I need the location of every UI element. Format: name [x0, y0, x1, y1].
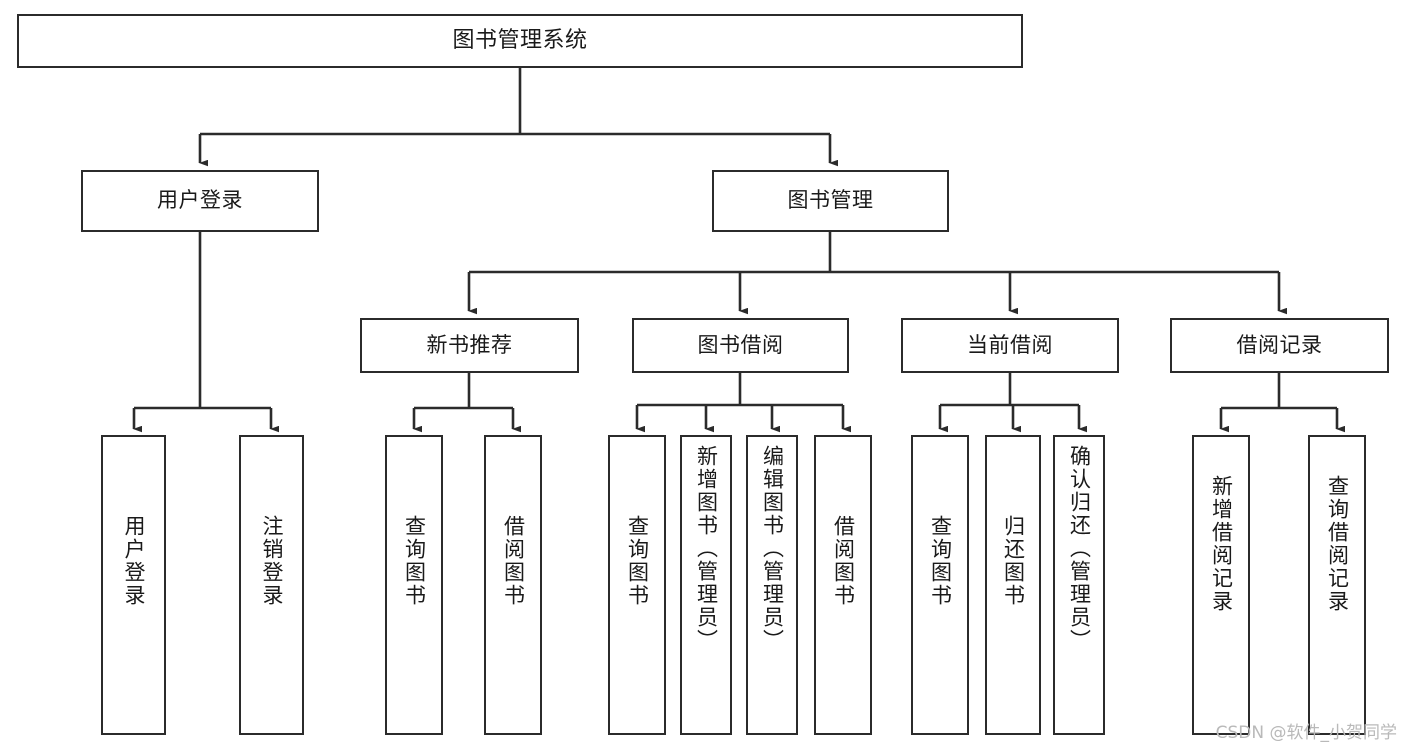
node-leaf-edit-book[interactable]: 编辑图书（管理员） — [746, 435, 798, 735]
node-leaf-user-login-label: 用户登录 — [122, 515, 146, 607]
node-borrow-record-label: 借阅记录 — [1236, 332, 1323, 357]
node-leaf-return-book-label: 归还图书 — [1001, 515, 1026, 607]
node-leaf-borrow-book-2-label: 借阅图书 — [831, 515, 856, 607]
node-leaf-add-book[interactable]: 新增图书（管理员） — [680, 435, 732, 735]
node-book-manage[interactable]: 图书管理 — [712, 170, 949, 232]
node-leaf-confirm-return-label: 确认归还（管理员） — [1067, 445, 1092, 652]
node-book-borrow-label: 图书借阅 — [697, 332, 784, 357]
node-user-login-label: 用户登录 — [157, 188, 243, 213]
node-root[interactable]: 图书管理系统 — [17, 14, 1023, 68]
node-current-borrow[interactable]: 当前借阅 — [901, 318, 1119, 373]
node-current-borrow-label: 当前借阅 — [967, 332, 1053, 357]
node-borrow-record[interactable]: 借阅记录 — [1170, 318, 1389, 373]
csdn-watermark: CSDN @软件_小贺同学 — [1215, 723, 1397, 743]
node-leaf-logout[interactable]: 注销登录 — [239, 435, 304, 735]
node-leaf-query-record-label: 查询借阅记录 — [1325, 475, 1350, 613]
node-leaf-logout-label: 注销登录 — [260, 515, 284, 607]
node-leaf-query-book-3[interactable]: 查询图书 — [911, 435, 969, 735]
node-leaf-query-book-2[interactable]: 查询图书 — [608, 435, 666, 735]
node-user-login[interactable]: 用户登录 — [81, 170, 319, 232]
node-leaf-edit-book-label: 编辑图书（管理员） — [760, 445, 785, 652]
node-leaf-query-record[interactable]: 查询借阅记录 — [1308, 435, 1366, 735]
node-leaf-add-book-label: 新增图书（管理员） — [694, 445, 719, 652]
node-leaf-query-book-3-label: 查询图书 — [928, 515, 953, 607]
node-root-label: 图书管理系统 — [452, 27, 588, 53]
node-leaf-add-record-label: 新增借阅记录 — [1209, 475, 1234, 613]
node-new-book-recommend-label: 新书推荐 — [426, 332, 513, 357]
node-leaf-return-book[interactable]: 归还图书 — [985, 435, 1041, 735]
node-leaf-borrow-book-1[interactable]: 借阅图书 — [484, 435, 542, 735]
node-book-borrow[interactable]: 图书借阅 — [632, 318, 849, 373]
node-book-manage-label: 图书管理 — [787, 188, 874, 213]
node-leaf-query-book-1-label: 查询图书 — [402, 515, 427, 607]
node-leaf-user-login[interactable]: 用户登录 — [101, 435, 166, 735]
node-new-book-recommend[interactable]: 新书推荐 — [360, 318, 579, 373]
node-leaf-borrow-book-2[interactable]: 借阅图书 — [814, 435, 872, 735]
node-leaf-add-record[interactable]: 新增借阅记录 — [1192, 435, 1250, 735]
node-leaf-borrow-book-1-label: 借阅图书 — [501, 515, 526, 607]
node-leaf-query-book-2-label: 查询图书 — [625, 515, 650, 607]
node-leaf-confirm-return[interactable]: 确认归还（管理员） — [1053, 435, 1105, 735]
node-leaf-query-book-1[interactable]: 查询图书 — [385, 435, 443, 735]
